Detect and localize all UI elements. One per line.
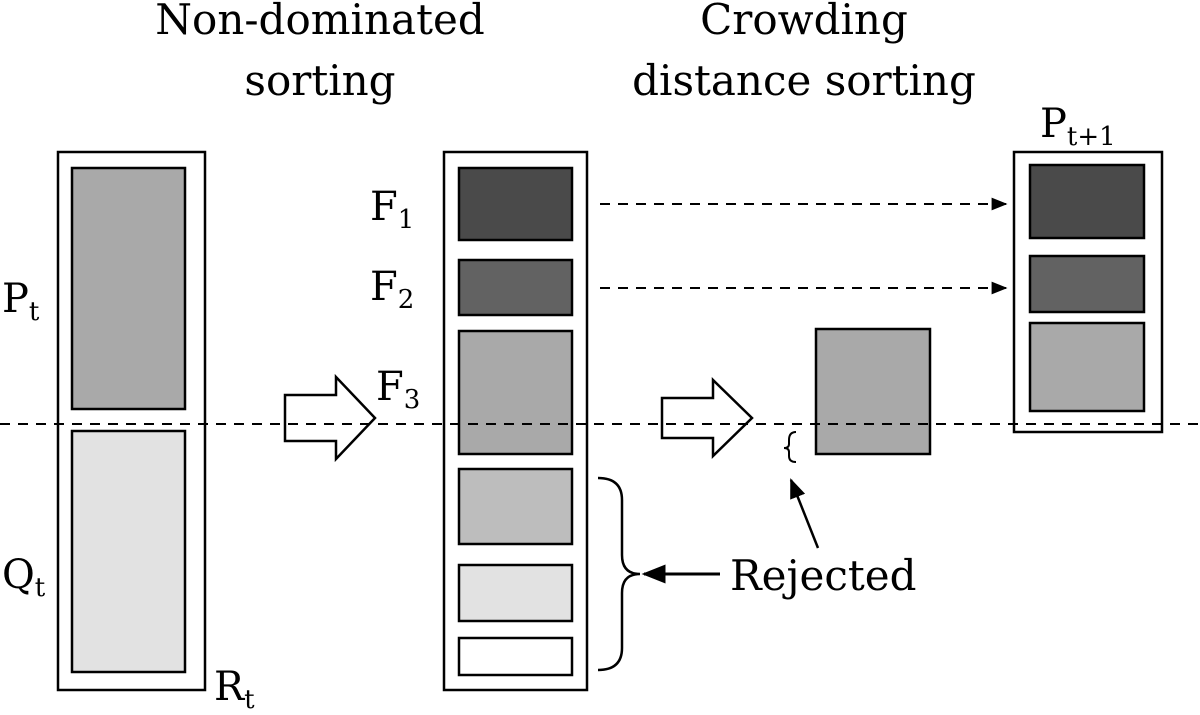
- hollow-arrow-right-icon-2: [660, 377, 754, 459]
- heading-non-dominated-line2: sorting: [244, 56, 395, 105]
- label-f2: F2: [370, 264, 414, 315]
- pt-block: [70, 166, 187, 411]
- pt1-f3-partial-block: [1028, 321, 1146, 413]
- rejected-brace: [597, 476, 641, 672]
- pt1-f1-block: [1028, 163, 1146, 240]
- heading-crowding-line2: distance sorting: [632, 56, 976, 105]
- heading-non-dominated-line1: Non-dominated: [155, 0, 484, 44]
- pt1-f2-block: [1028, 254, 1146, 314]
- rejected-front-block-1: [457, 467, 574, 546]
- front-f1-block: [457, 166, 574, 242]
- qt-block: [70, 429, 187, 674]
- label-pt: Pt: [2, 276, 40, 327]
- label-f1: F1: [370, 184, 414, 235]
- label-pt1: Pt+1: [1040, 101, 1116, 152]
- label-f3: F3: [376, 364, 420, 415]
- front-f3-block: [457, 329, 574, 456]
- small-brace-icon: [783, 431, 797, 463]
- rejected-arrow-up: [789, 478, 820, 549]
- label-qt: Qt: [2, 552, 46, 603]
- front-f2-block: [457, 258, 574, 317]
- label-rejected: Rejected: [730, 551, 917, 600]
- crowding-sorted-block: [814, 327, 932, 456]
- label-rt: Rt: [214, 664, 255, 715]
- hollow-arrow-right-icon: [283, 373, 377, 463]
- rejected-front-block-2: [457, 563, 574, 623]
- heading-crowding-line1: Crowding: [700, 0, 908, 44]
- rejected-front-block-3: [457, 636, 574, 677]
